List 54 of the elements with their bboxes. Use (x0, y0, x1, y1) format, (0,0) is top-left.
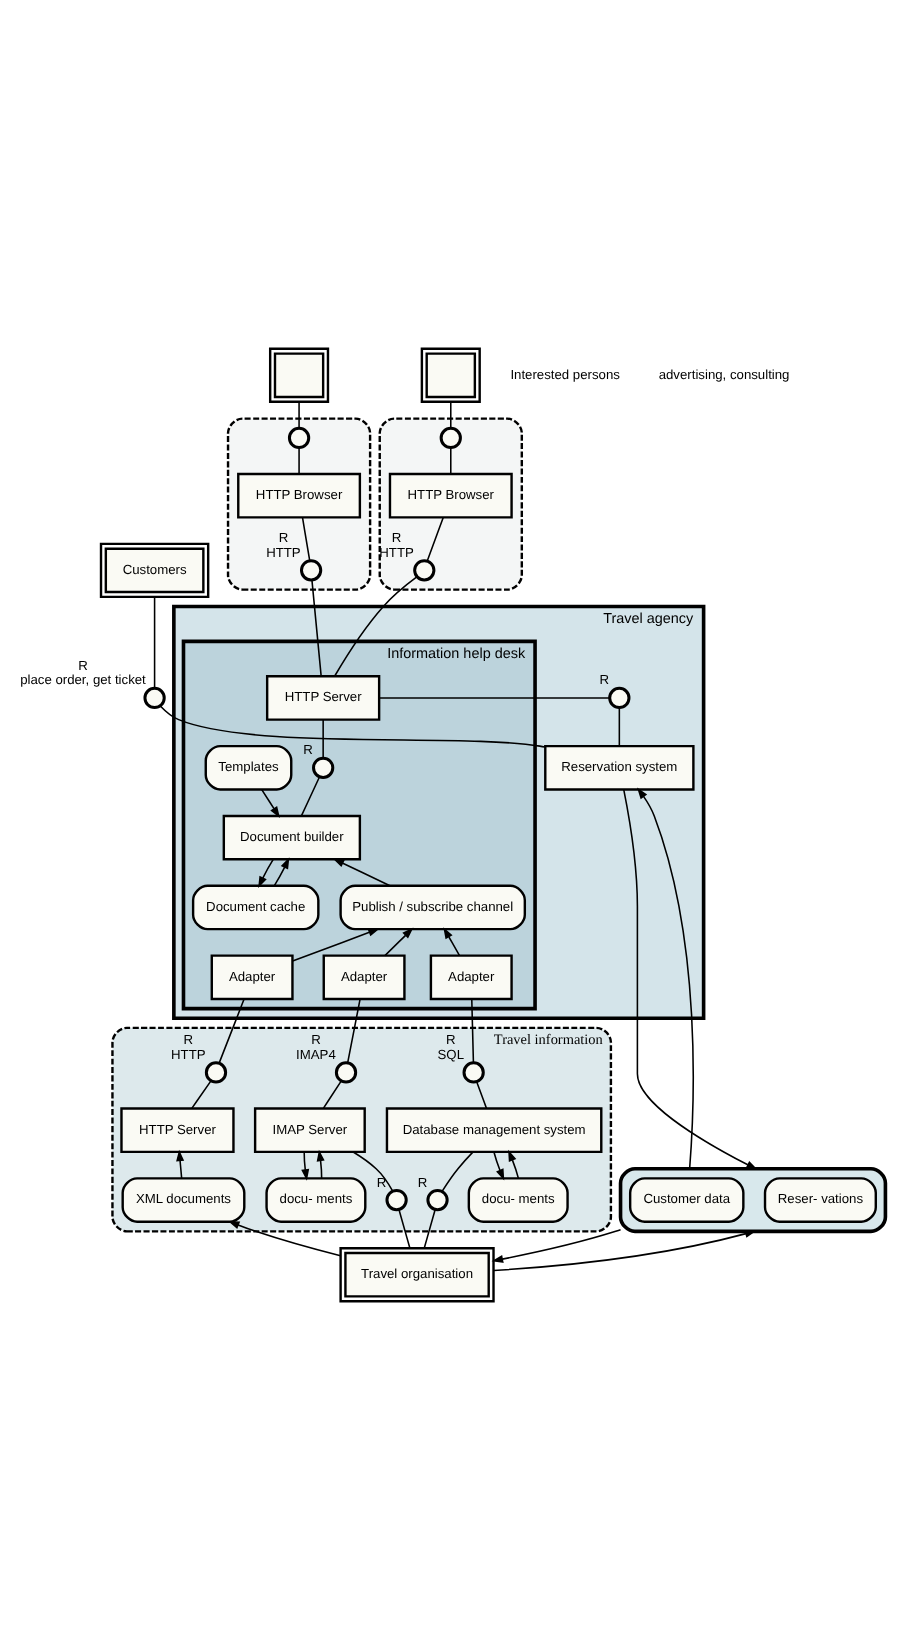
connector (398, 1208, 411, 1249)
connector (352, 1151, 394, 1192)
node-circle (143, 686, 166, 710)
connector (159, 705, 546, 748)
node-circle (426, 1188, 449, 1212)
arrow (273, 857, 290, 887)
connector (322, 1080, 343, 1109)
node-circle (299, 559, 323, 582)
node-circle (204, 1061, 228, 1084)
connector (311, 579, 322, 677)
node-circle (413, 559, 436, 582)
node-circle (385, 1188, 408, 1212)
arrow (491, 1229, 622, 1263)
arrow (443, 927, 461, 957)
connector (298, 401, 300, 429)
cluster (226, 417, 372, 591)
connector (218, 998, 245, 1064)
connector (618, 707, 621, 747)
connector (441, 1151, 474, 1192)
connector (300, 775, 321, 817)
connector (301, 516, 311, 562)
arrow (384, 927, 414, 957)
node-circle (287, 426, 311, 450)
connector (450, 447, 452, 475)
connector (450, 401, 452, 429)
arrow (301, 1151, 310, 1181)
arrow (493, 1151, 505, 1181)
connector (378, 697, 611, 699)
arrow (291, 928, 380, 962)
connector (322, 719, 324, 759)
arrow (227, 1220, 342, 1257)
node-circle (608, 686, 631, 710)
node-circle (312, 756, 335, 779)
connector (426, 516, 445, 562)
arrow (492, 1229, 757, 1272)
cluster (378, 417, 523, 591)
arrow (508, 1149, 520, 1180)
arrow (258, 858, 275, 888)
connector (475, 1081, 488, 1110)
connector (333, 576, 418, 678)
node-circle (334, 1061, 358, 1084)
node-circle (462, 1061, 485, 1084)
connector (153, 596, 156, 689)
arrow (332, 858, 391, 887)
arrow (623, 789, 758, 1170)
cluster (618, 1166, 888, 1234)
connector (298, 447, 300, 475)
connector (346, 998, 361, 1064)
arrow (637, 787, 694, 1170)
connector (423, 1208, 436, 1249)
connector (191, 1080, 212, 1109)
connector (471, 998, 475, 1064)
arrow (260, 788, 280, 818)
node-circle (439, 426, 462, 450)
